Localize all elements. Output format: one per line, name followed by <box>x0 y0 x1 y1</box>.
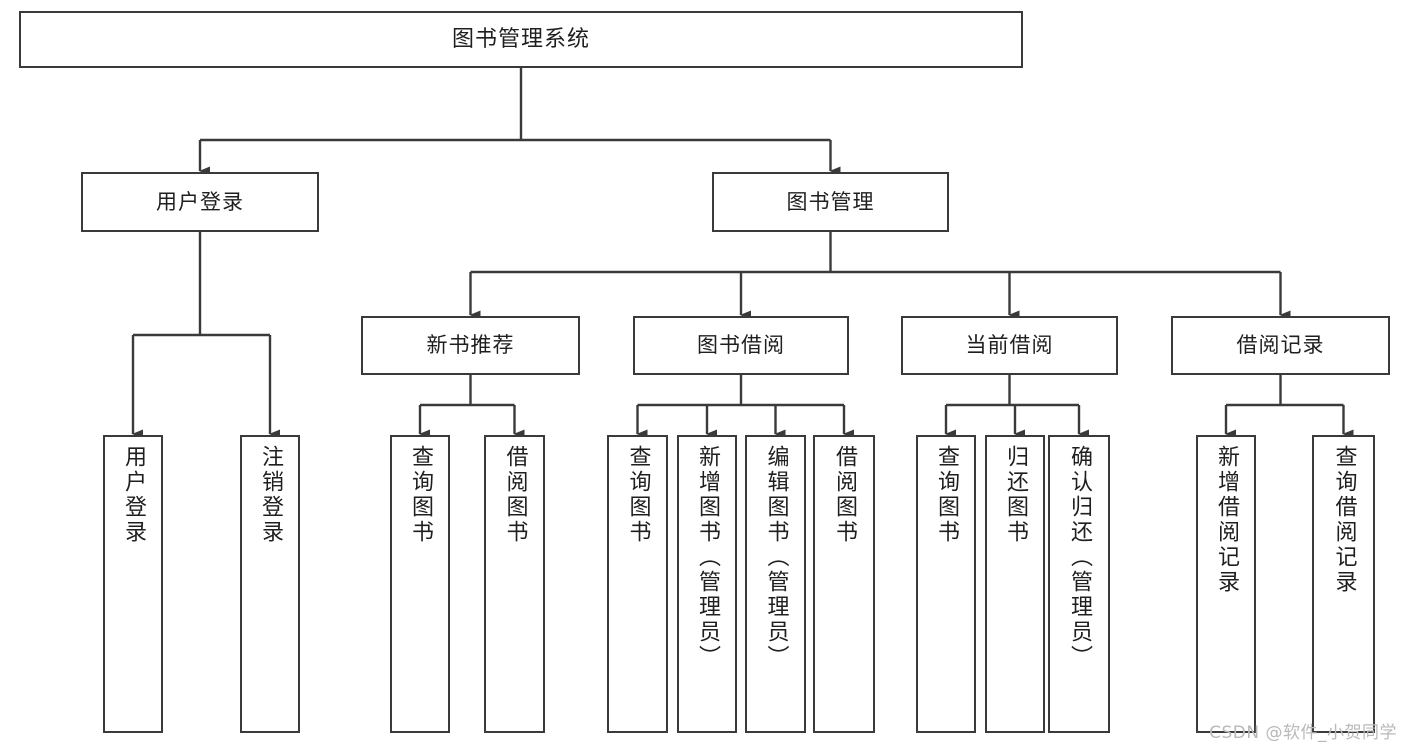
node-l2[interactable]: 注销登录 <box>240 435 300 733</box>
node-l9[interactable]: 查询图书 <box>916 435 976 733</box>
node-label: 新增图书（管理员） <box>694 445 720 670</box>
node-l3[interactable]: 查询图书 <box>390 435 450 733</box>
node-label: 图书管理 <box>786 189 875 214</box>
node-label: 查询借阅记录 <box>1331 445 1357 595</box>
node-l11[interactable]: 确认归还（管理员） <box>1048 435 1110 733</box>
node-label: 注销登录 <box>257 445 283 545</box>
node-label: 图书借阅 <box>697 333 785 358</box>
node-current[interactable]: 当前借阅 <box>901 316 1118 375</box>
node-login[interactable]: 用户登录 <box>81 172 319 232</box>
node-label: 新书推荐 <box>426 333 515 358</box>
node-label: 图书管理系统 <box>451 26 590 52</box>
node-l13[interactable]: 查询借阅记录 <box>1312 435 1375 733</box>
node-label: 用户登录 <box>120 445 146 545</box>
node-label: 借阅图书 <box>502 445 528 545</box>
node-root[interactable]: 图书管理系统 <box>19 11 1023 68</box>
node-label: 借阅记录 <box>1236 333 1325 358</box>
node-borrow[interactable]: 图书借阅 <box>633 316 849 375</box>
node-l5[interactable]: 查询图书 <box>607 435 668 733</box>
node-l10[interactable]: 归还图书 <box>985 435 1045 733</box>
node-l12[interactable]: 新增借阅记录 <box>1196 435 1256 733</box>
node-l1[interactable]: 用户登录 <box>103 435 163 733</box>
node-label: 新增借阅记录 <box>1213 445 1239 595</box>
node-label: 编辑图书（管理员） <box>763 445 789 670</box>
node-label: 查询图书 <box>625 445 651 545</box>
node-l7[interactable]: 编辑图书（管理员） <box>745 435 806 733</box>
node-label: 借阅图书 <box>831 445 857 545</box>
node-label: 查询图书 <box>407 445 433 545</box>
node-bookmgmt[interactable]: 图书管理 <box>712 172 949 232</box>
node-label: 确认归还（管理员） <box>1066 445 1092 670</box>
node-label: 查询图书 <box>933 445 959 545</box>
node-l6[interactable]: 新增图书（管理员） <box>677 435 737 733</box>
node-l8[interactable]: 借阅图书 <box>813 435 875 733</box>
node-label: 当前借阅 <box>965 333 1054 358</box>
node-label: 用户登录 <box>156 189 244 214</box>
node-label: 归还图书 <box>1002 445 1028 545</box>
node-l4[interactable]: 借阅图书 <box>484 435 545 733</box>
node-newbook[interactable]: 新书推荐 <box>361 316 580 375</box>
node-records[interactable]: 借阅记录 <box>1171 316 1390 375</box>
